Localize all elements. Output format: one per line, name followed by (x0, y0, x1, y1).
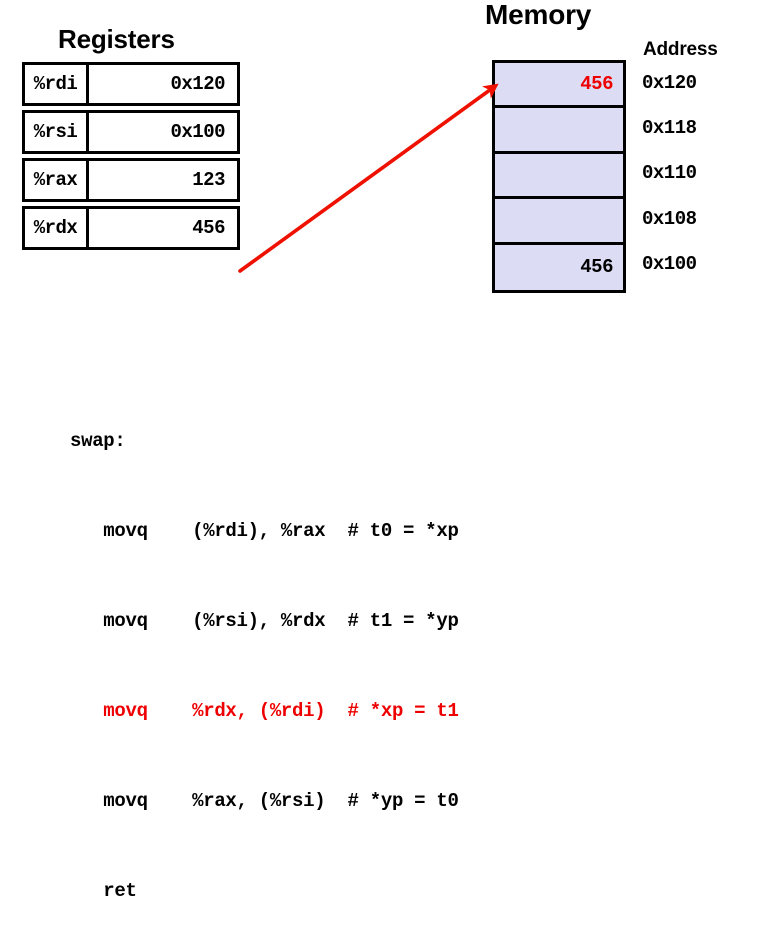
register-name: %rsi (25, 113, 89, 151)
registers-table: %rdi 0x120 %rsi 0x100 %rax 123 %rdx 456 (22, 62, 240, 254)
code-line: movq (%rsi), %rdx # t1 = *yp (70, 610, 459, 632)
code-line: swap: (70, 430, 126, 452)
code-line: movq (%rdi), %rax # t0 = *xp (70, 520, 459, 542)
memory-cell (495, 154, 623, 200)
code-line: ret (70, 880, 137, 902)
memory-address-label: 0x118 (642, 117, 697, 140)
memory-cell (495, 108, 623, 154)
register-value: 456 (192, 217, 225, 239)
memory-title: Memory (485, 0, 592, 30)
memory-address-label: 0x100 (642, 253, 697, 276)
arrow-line (238, 83, 499, 273)
address-column-header: Address (643, 39, 718, 60)
assembly-code-block: swap: movq (%rdi), %rax # t0 = *xp movq … (70, 366, 459, 936)
register-name: %rdx (25, 209, 89, 247)
memory-cell: 456 (580, 256, 613, 279)
register-value: 0x100 (170, 121, 225, 143)
table-row: %rdi 0x120 (22, 62, 240, 106)
memory-table: 456 456 (492, 60, 626, 293)
memory-cell (495, 199, 623, 245)
memory-address-label: 0x110 (642, 162, 697, 185)
register-value: 123 (192, 169, 225, 191)
code-line: movq %rdx, (%rdi) # *xp = t1 (70, 700, 459, 722)
registers-title: Registers (58, 24, 175, 54)
memory-cell: 456 (495, 63, 623, 109)
address-list: 0x120 0x118 0x110 0x108 0x100 (642, 60, 762, 293)
register-name: %rdi (25, 65, 89, 103)
register-value: 0x120 (170, 73, 225, 95)
memory-address-label: 0x108 (642, 207, 697, 230)
register-name: %rax (25, 161, 89, 199)
memory-address-label: 0x120 (642, 71, 697, 94)
table-row: %rax 123 (22, 158, 240, 202)
table-row: %rdx 456 (22, 206, 240, 250)
code-line: movq %rax, (%rsi) # *yp = t0 (70, 790, 459, 812)
table-row: %rsi 0x100 (22, 110, 240, 154)
